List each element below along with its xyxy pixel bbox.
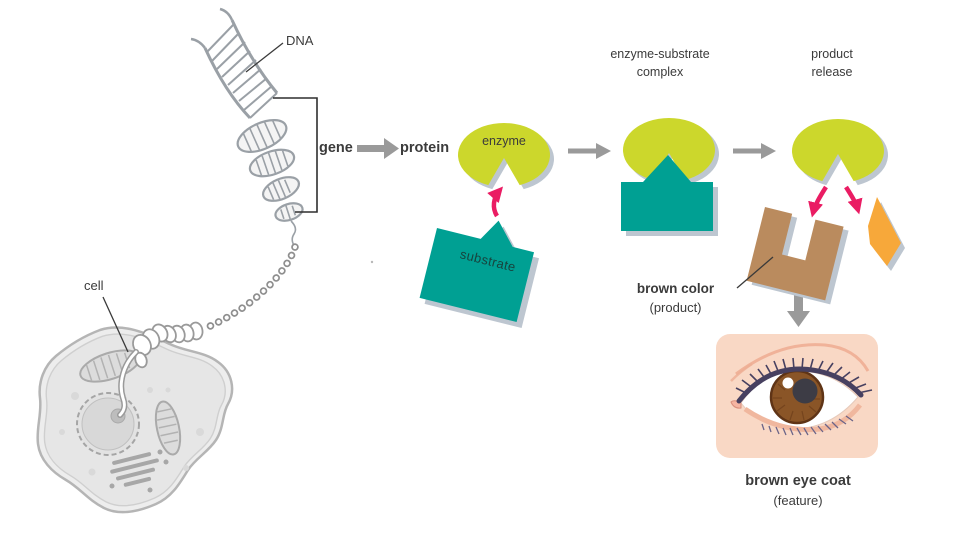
release-stage-label-line2: release	[811, 65, 853, 79]
golgi-apparatus	[110, 452, 159, 487]
golgi-vesicles	[109, 449, 169, 493]
release-arrow-left	[808, 185, 828, 218]
stage-arrow-2	[733, 143, 776, 159]
product-caption-line1: brown color	[636, 281, 715, 296]
protein-label: protein	[400, 140, 450, 156]
eye-highlight	[782, 377, 794, 389]
chromatin-fiber	[117, 243, 299, 418]
gene-to-protein-arrow	[357, 138, 399, 159]
nucleus	[76, 392, 140, 456]
product-caption: brown color (product)	[613, 279, 738, 317]
enzyme-blob-1	[458, 123, 554, 190]
product-pointer-line	[736, 256, 774, 289]
stage-arrow-1	[568, 143, 611, 159]
enzyme-blob-2	[623, 118, 719, 185]
dna-label: DNA	[286, 33, 314, 48]
dna-helix-lobes	[236, 118, 304, 222]
cell-pointer-line	[102, 296, 129, 353]
cell-label: cell	[84, 278, 104, 293]
enzyme-blob-3	[792, 119, 888, 186]
gene-label: gene	[319, 140, 353, 156]
brown-product-shape	[746, 207, 849, 305]
upper-lashes	[735, 357, 873, 394]
pupil	[792, 378, 818, 404]
complex-substrate-block	[621, 155, 718, 236]
enzyme-label: enzyme	[482, 134, 526, 148]
substrate-to-enzyme-arrow	[487, 186, 504, 218]
feature-caption-line2: (feature)	[773, 493, 823, 508]
dna-helix-illustration	[190, 7, 304, 248]
stray-dot	[370, 260, 374, 264]
eye-illustration	[730, 343, 873, 436]
product-caption-line2: (product)	[649, 300, 702, 315]
release-stage-label: product release	[772, 45, 892, 81]
product-to-feature-arrow	[787, 289, 810, 327]
gene-bracket	[273, 97, 318, 213]
complex-stage-label-line2: complex	[636, 65, 684, 79]
orange-product-shape	[868, 197, 905, 271]
feature-caption-line1: brown eye coat	[745, 473, 851, 489]
eye-card	[716, 334, 878, 458]
release-stage-label-line1: product	[811, 47, 853, 61]
release-arrow-right	[844, 185, 863, 215]
complex-stage-label-line1: enzyme-substrate	[610, 47, 710, 61]
mitochondrion-2	[154, 400, 182, 456]
feature-caption: brown eye coat (feature)	[717, 471, 879, 510]
complex-stage-label: enzyme-substrate complex	[585, 45, 735, 81]
dna-tail	[290, 220, 297, 248]
lower-lashes	[761, 415, 854, 436]
cell-illustration	[36, 326, 234, 514]
substrate-shape	[419, 220, 540, 329]
dna-pointer-line	[245, 42, 284, 73]
